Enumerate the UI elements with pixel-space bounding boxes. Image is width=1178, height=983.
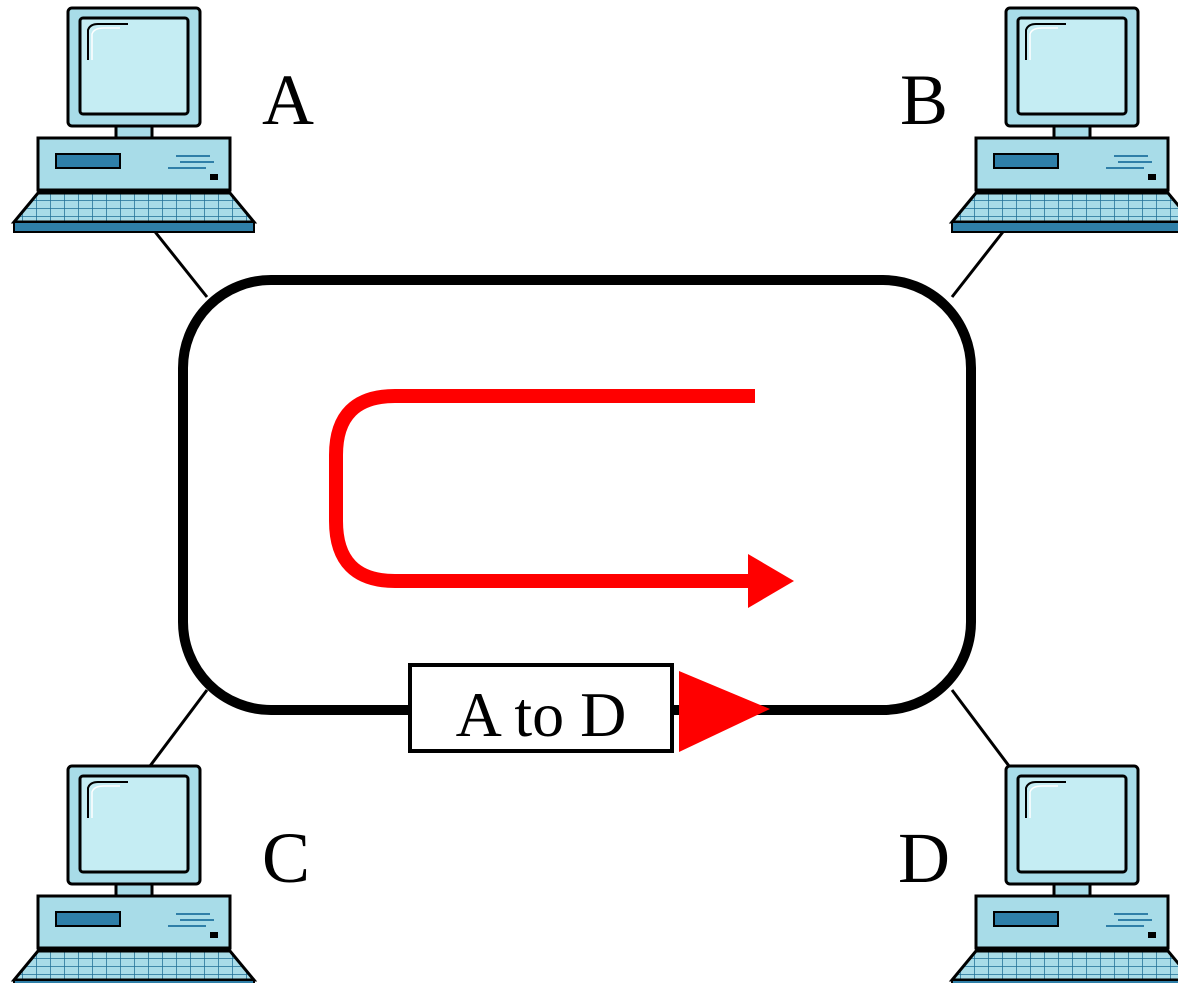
- computer-a: A: [12, 6, 314, 234]
- connector-c: [148, 689, 209, 767]
- packet: A to D: [408, 663, 770, 753]
- ring-loop: [178, 275, 976, 715]
- node-label-a: A: [262, 60, 314, 140]
- desktop-computer-icon: [950, 764, 1178, 983]
- computer-d: D: [898, 764, 1178, 983]
- connector-lines: [148, 227, 1011, 767]
- desktop-computer-icon: [950, 6, 1178, 234]
- desktop-computer-icon: [12, 764, 256, 983]
- computer-b: B: [900, 6, 1178, 234]
- node-label-b: B: [900, 60, 948, 140]
- connector-a: [150, 227, 209, 298]
- connector-d: [950, 689, 1011, 767]
- connector-b: [950, 227, 1008, 298]
- packet-label: A to D: [456, 679, 627, 750]
- computer-c: C: [12, 764, 310, 983]
- packet-direction-arrow: [679, 671, 770, 752]
- circulation-arrow: [329, 389, 794, 608]
- node-label-d: D: [898, 818, 950, 898]
- node-label-c: C: [262, 818, 310, 898]
- desktop-computer-icon: [12, 6, 256, 234]
- packet-box: [408, 663, 674, 753]
